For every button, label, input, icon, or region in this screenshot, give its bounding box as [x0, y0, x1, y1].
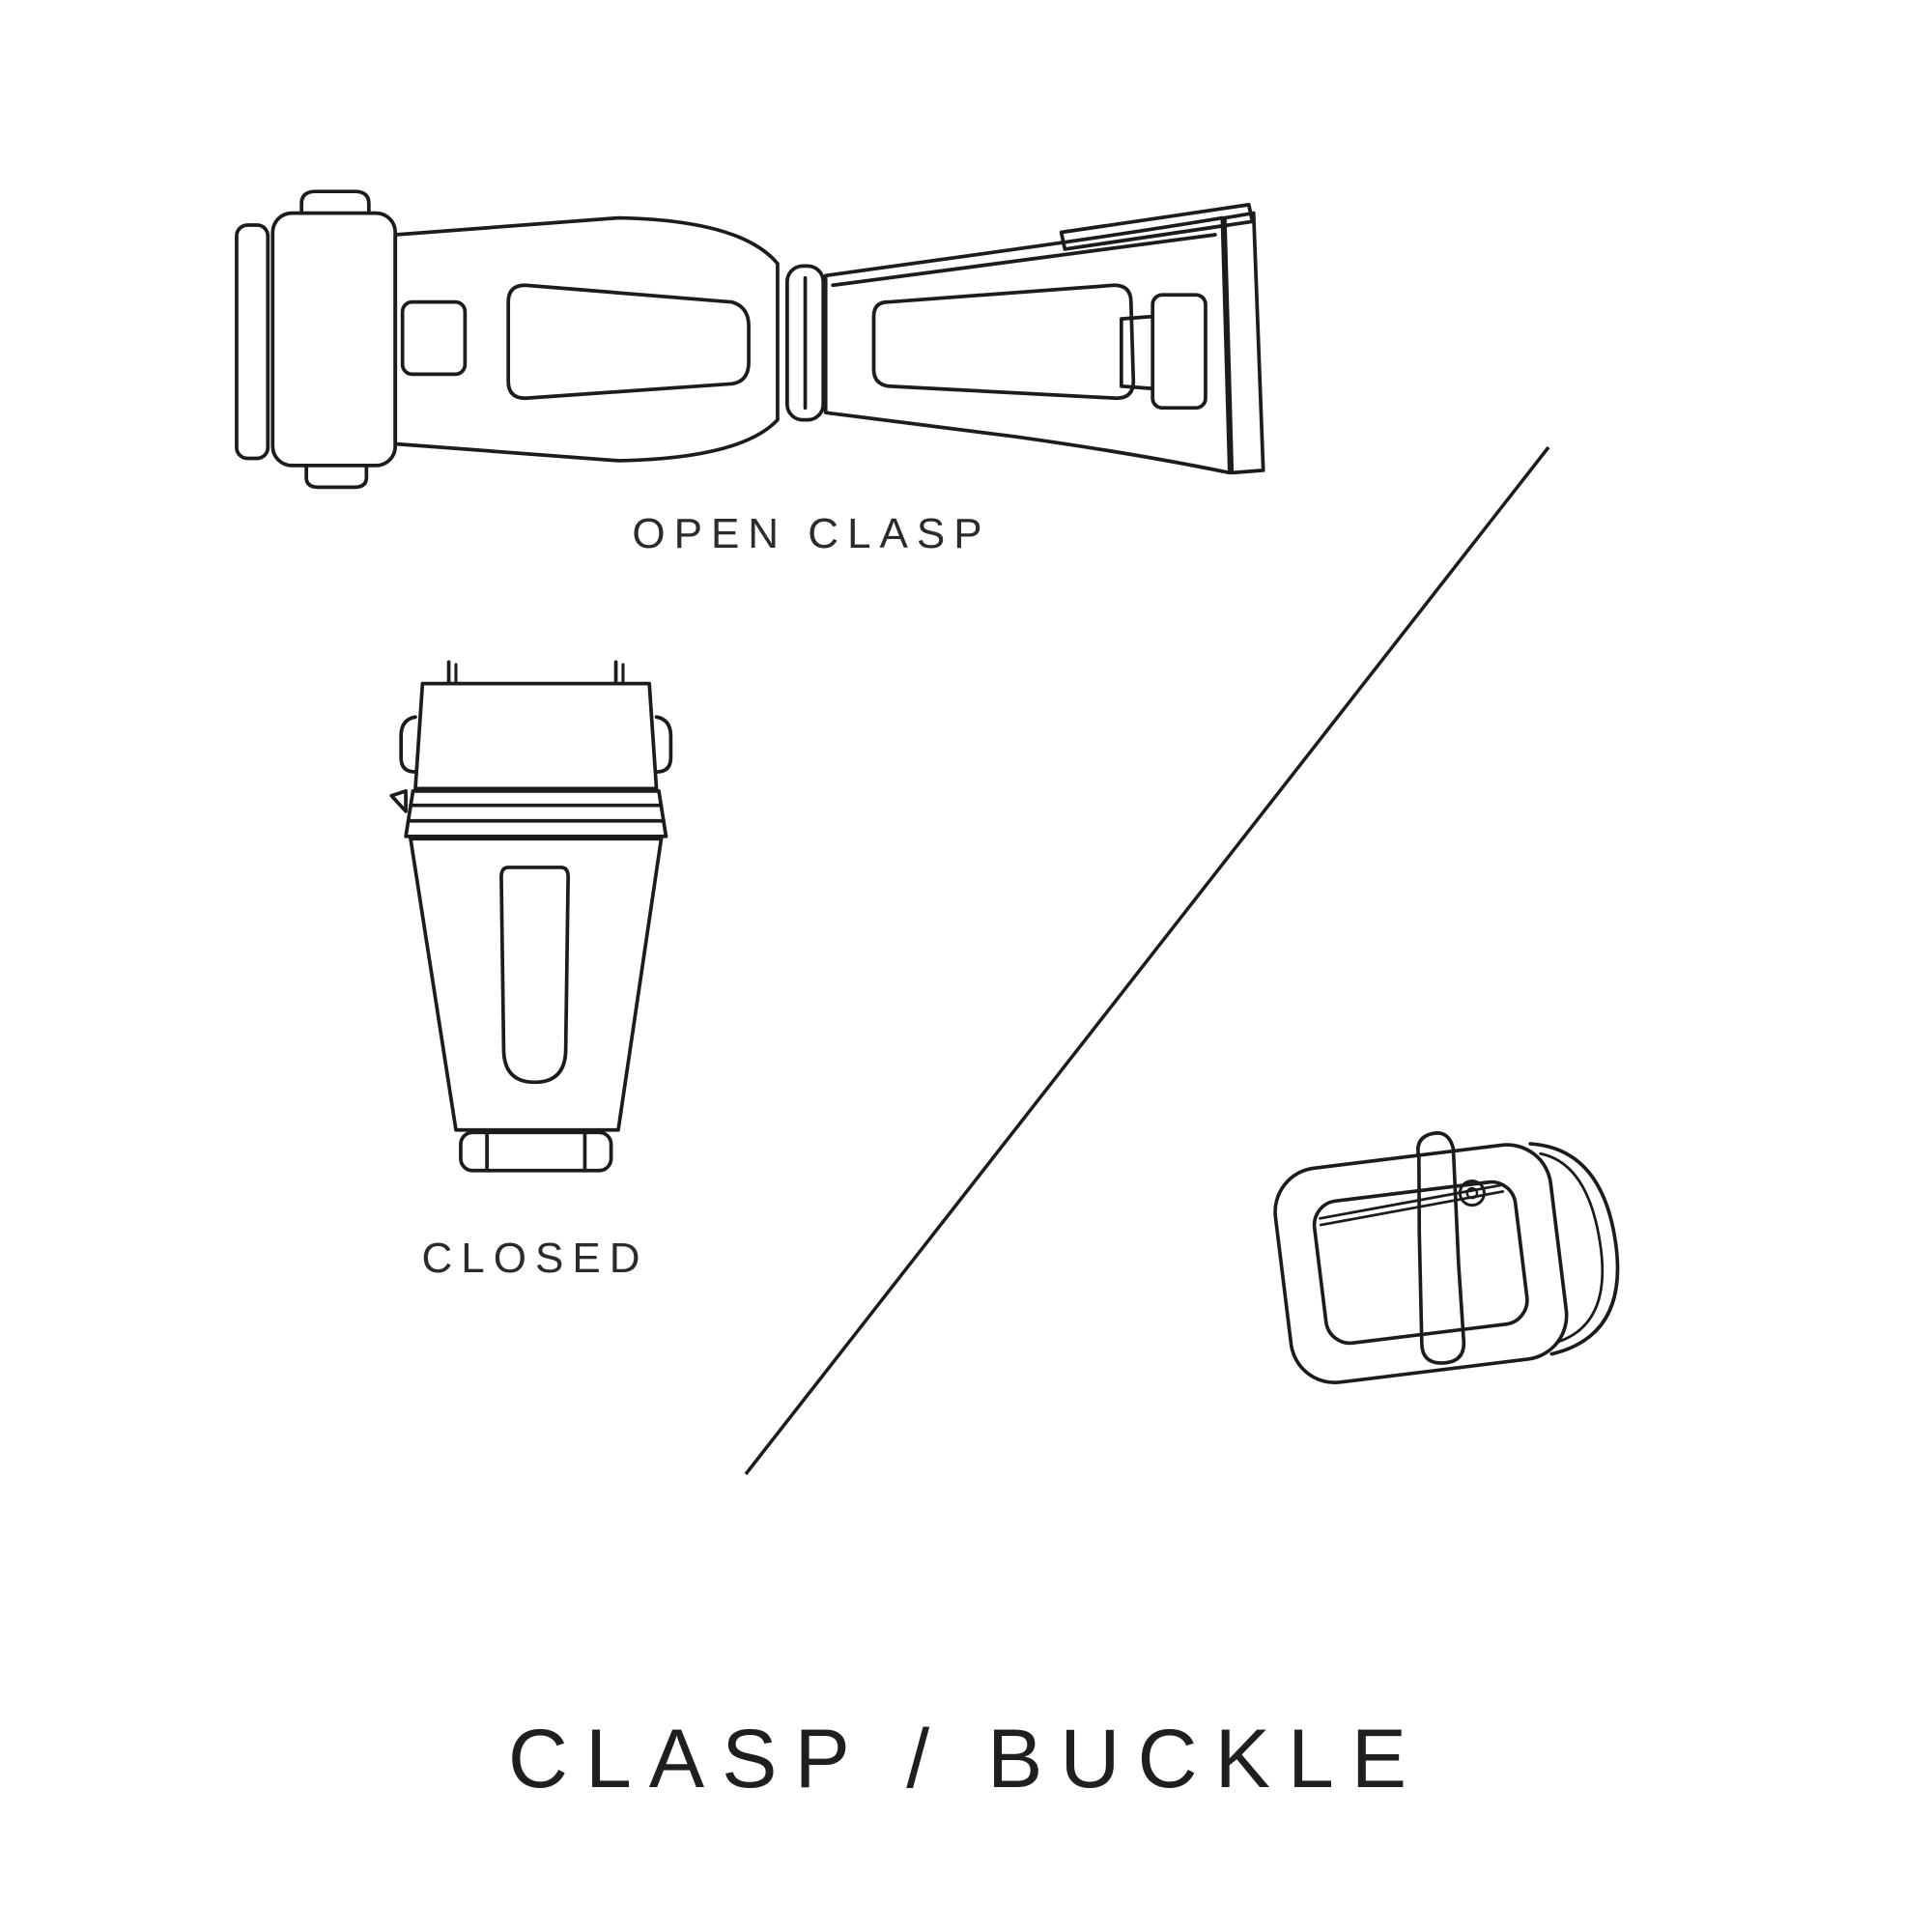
page-title: CLASP / BUCKLE: [507, 1713, 1425, 1805]
closed-clasp-illustration: [389, 660, 673, 1173]
closed-clasp-label: CLOSED: [421, 1235, 649, 1282]
open-clasp-label: OPEN CLASP: [632, 510, 991, 557]
open-clasp-illustration: [235, 189, 1265, 490]
buckle-illustration: [1273, 1131, 1620, 1385]
